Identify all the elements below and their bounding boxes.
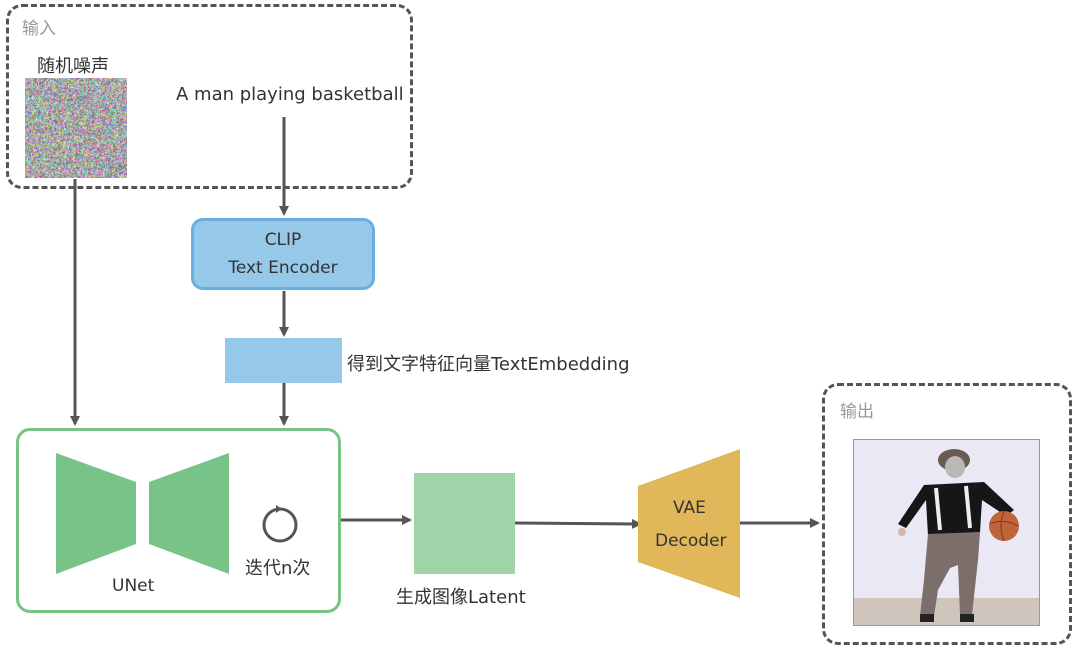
prompt-text: A man playing basketball: [176, 84, 404, 105]
output-group-label: 输出: [840, 402, 874, 422]
vae-decoder-shape: [638, 449, 740, 598]
unet-label: UNet: [112, 576, 155, 596]
latent-block: [414, 473, 515, 574]
basketball-player-illustration: [854, 440, 1039, 625]
clip-label: CLIP: [264, 230, 302, 250]
clip-text-encoder: CLIP Text Encoder: [191, 218, 375, 290]
text-embedding-label: 得到文字特征向量TextEmbedding: [347, 354, 630, 375]
output-group: [822, 383, 1072, 645]
decoder-label: Decoder: [655, 531, 727, 551]
output-image: [853, 439, 1040, 626]
vae-label: VAE: [673, 498, 706, 518]
noise-label: 随机噪声: [37, 56, 109, 77]
unet-block: [16, 428, 341, 613]
random-noise-image: [25, 78, 127, 178]
input-group: [6, 4, 413, 189]
latent-label: 生成图像Latent: [396, 587, 526, 608]
loop-icon: [262, 505, 298, 543]
text-encoder-label: Text Encoder: [228, 258, 338, 278]
arrow-latent-to-vae: [514, 518, 642, 529]
input-group-label: 输入: [22, 19, 56, 39]
unet-decoder-shape: [149, 453, 229, 574]
text-embedding-block: [225, 338, 342, 383]
iterate-label: 迭代n次: [245, 558, 311, 579]
unet-encoder-shape: [56, 453, 136, 574]
